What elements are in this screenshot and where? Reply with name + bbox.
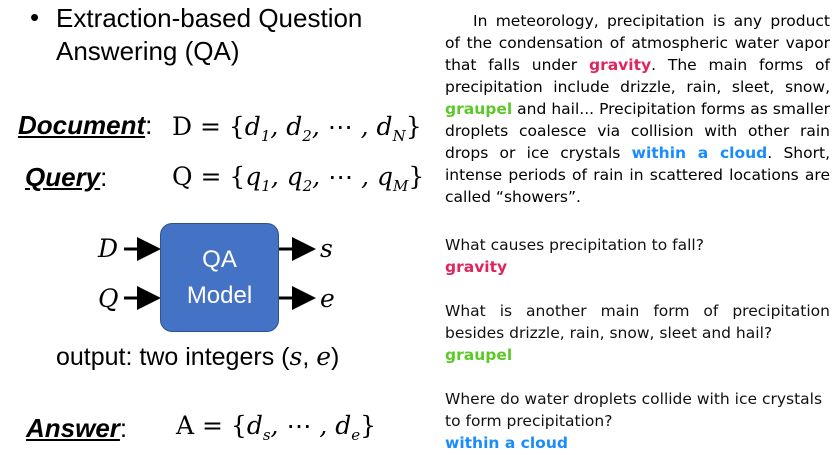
document-row: Document: (18, 110, 152, 141)
output-s: s (289, 342, 303, 371)
passage-highlight-cloud: within a cloud (631, 144, 768, 162)
output-suffix: ) (331, 343, 340, 371)
bullet-point: • (30, 2, 40, 32)
passage-seg2: . The main forms of precipitation includ… (445, 56, 830, 96)
qa-model-box: QA Model (160, 223, 279, 332)
answer-row: Answer: (26, 413, 127, 444)
output-description: output: two integers (s, e) (56, 342, 339, 372)
answer-formula: A = {ds, ⋯ , de} (176, 411, 377, 444)
question-text: What causes precipitation to fall? (445, 236, 704, 254)
passage-paragraph: In meteorology, precipitation is any pro… (445, 10, 830, 208)
document-colon: : (145, 110, 153, 140)
answer-label: Answer (26, 413, 120, 443)
question-text: Where do water droplets collide with ice… (445, 390, 823, 430)
output-comma: , (302, 343, 317, 371)
input-d-label: D (98, 234, 119, 263)
answer-text: within a cloud (445, 434, 568, 452)
output-e-label: e (320, 284, 335, 313)
output-s-label: s (320, 234, 333, 263)
passage-highlight-graupel: graupel (445, 100, 513, 118)
query-formula: Q = {q1, q2, ⋯ , qM} (172, 162, 425, 195)
qa-model-line1: QA (202, 245, 237, 273)
question-text: What is another main form of precipitati… (445, 302, 830, 342)
passage-seg1: In meteorology, precipitation is any pro… (445, 12, 830, 74)
answer-text: graupel (445, 346, 513, 364)
qa-pair-1: What causes precipitation to fall? gravi… (445, 234, 830, 278)
query-label: Query (25, 162, 101, 192)
answer-text: gravity (445, 258, 508, 276)
qa-model-line2: Model (186, 281, 253, 309)
qa-pair-2: What is another main form of precipitati… (445, 300, 830, 366)
query-colon: : (100, 162, 108, 192)
slide-heading: Extraction-based Question Answering (QA) (56, 3, 363, 66)
answer-colon: : (119, 413, 128, 443)
output-e: e (316, 342, 332, 371)
output-prefix: output: two integers ( (56, 343, 290, 371)
passage-seg4: . Short, intense periods of rain in scat… (445, 144, 830, 206)
qa-pair-3: Where do water droplets collide with ice… (445, 388, 830, 454)
query-row: Query: (25, 162, 107, 193)
input-q-label: Q (98, 284, 119, 313)
passage-seg3: and hail... Precipitation forms as small… (445, 100, 830, 162)
document-formula: D = {d1, d2, ⋯ , dN} (172, 112, 422, 145)
passage-highlight-gravity: gravity (588, 56, 652, 74)
document-label: Document (18, 110, 146, 140)
